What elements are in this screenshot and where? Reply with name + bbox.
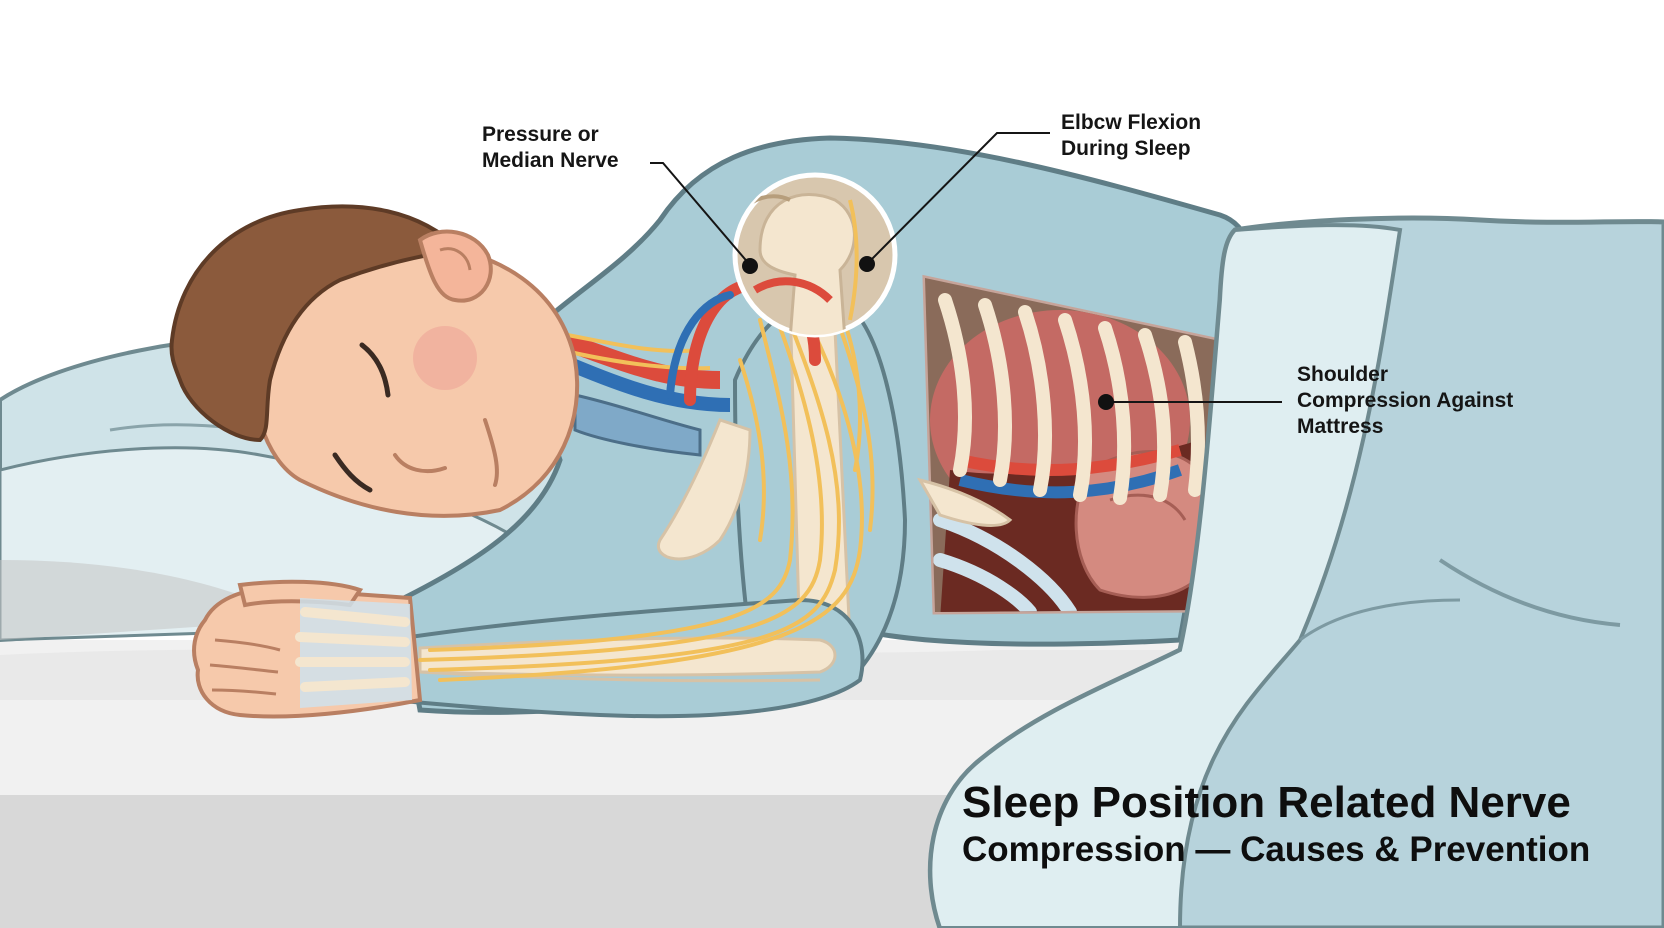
callout-text: Pressure or [482,123,599,146]
callout-shoulder-compression: Shoulder Compression Against Mattress [1297,362,1513,440]
hand [192,579,423,719]
sleeping-person-icon [169,204,580,518]
nerves [418,298,875,682]
callout-text: Compression Against [1297,389,1514,412]
callout-leaders [650,132,1282,403]
callout-text: Shoulder [1297,363,1389,386]
callout-median-nerve-pressure: Pressure or Median Nerve [482,122,619,174]
callout-text: During Sleep [1061,137,1191,160]
title-line-2: Compression — Causes & Prevention [962,830,1591,869]
blanket-icon [927,215,1664,928]
callout-text: Median Nerve [482,149,619,172]
rib-cage-icon [922,274,1218,615]
diagram-title: Sleep Position Related Nerve Compression… [962,778,1590,872]
callout-text: Elbcw Flexion [1061,111,1202,134]
shoulder-joint-magnifier [732,172,898,338]
callout-elbow-flexion: Elbcw Flexion During Sleep [1061,110,1201,162]
title-line-1: Sleep Position Related Nerve [962,778,1571,827]
callout-dots [742,256,1114,410]
callout-text: Mattress [1297,415,1384,438]
